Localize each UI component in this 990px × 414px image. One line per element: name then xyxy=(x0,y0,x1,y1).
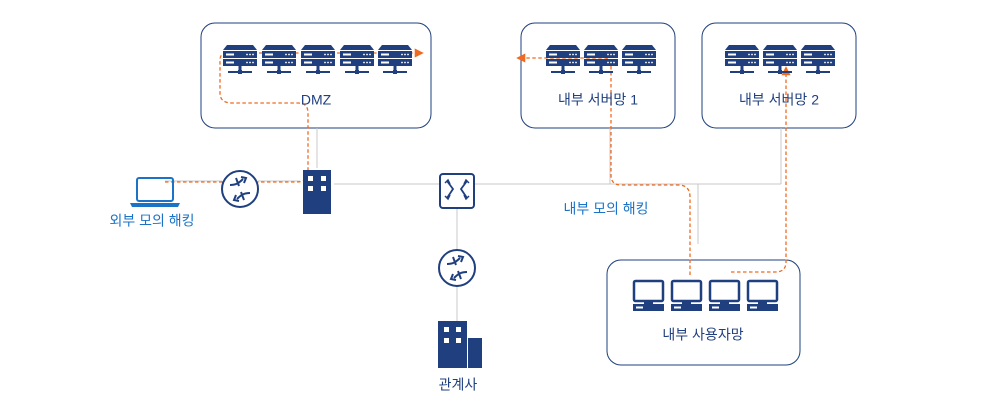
router-icon xyxy=(221,170,259,208)
dmz-zone-box xyxy=(200,22,432,129)
affiliate-label: 관계사 xyxy=(439,377,478,393)
network-links xyxy=(165,128,782,321)
attack-paths xyxy=(165,48,791,275)
external-pentest-label: 외부 모의 해킹 xyxy=(109,213,194,229)
affiliate-building-icon xyxy=(438,321,482,368)
internal-pentest-label: 내부 모의 해킹 xyxy=(563,201,648,217)
internal-server-2-zone-box xyxy=(701,22,857,129)
internal-user-zone-box xyxy=(606,259,801,366)
internal-server-2-servers xyxy=(725,45,835,74)
internal-attack-path-2 xyxy=(731,66,791,273)
internal-server-1-zone-box xyxy=(520,22,676,129)
internal-server-1-label: 내부 서버망 1 xyxy=(558,92,638,108)
external-attack-path xyxy=(165,48,424,183)
building-icon xyxy=(303,170,331,214)
router-icon xyxy=(438,249,476,287)
dmz-label: DMZ xyxy=(301,92,332,108)
internal-user-label: 내부 사용자망 xyxy=(662,327,743,343)
switch-icon xyxy=(439,173,475,209)
internal-attack-path-1 xyxy=(516,53,691,275)
internal-server-1-servers xyxy=(546,45,656,74)
laptop-icon xyxy=(130,177,180,207)
internal-server-2-label: 내부 서버망 2 xyxy=(739,92,819,108)
